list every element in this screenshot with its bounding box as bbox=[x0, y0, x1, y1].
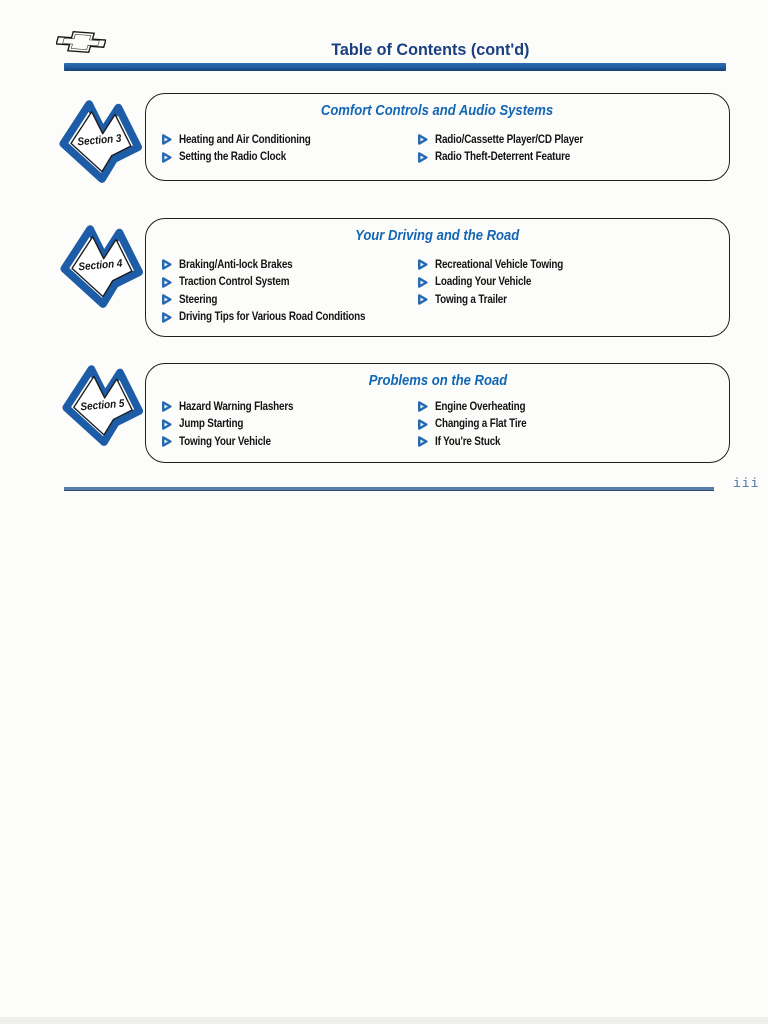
toc-entry: Radio Theft-Deterrent Feature bbox=[417, 149, 607, 167]
bullet-arrow-icon bbox=[418, 152, 428, 163]
bullet-arrow-icon bbox=[162, 277, 172, 288]
bullet-arrow-icon bbox=[418, 294, 428, 305]
toc-entry: Driving Tips for Various Road Conditions bbox=[161, 309, 396, 327]
bullet-arrow-icon bbox=[162, 152, 172, 163]
section-title: Comfort Controls and Audio Systems bbox=[321, 103, 554, 119]
toc-entry: Engine Overheating bbox=[417, 398, 541, 416]
bullet-arrow-icon bbox=[418, 259, 428, 270]
bullet-arrow-icon bbox=[418, 401, 428, 412]
section-5-box: Problems on the Road Hazard Warning Flas… bbox=[145, 363, 730, 463]
bullet-arrow-icon bbox=[418, 419, 428, 430]
toc-entry: If You're Stuck bbox=[417, 433, 541, 451]
toc-entry: Hazard Warning Flashers bbox=[161, 398, 312, 416]
bullet-arrow-icon bbox=[162, 259, 172, 270]
header-rule bbox=[64, 63, 726, 71]
toc-entry: Braking/Anti-lock Brakes bbox=[161, 256, 396, 274]
chevrolet-bowtie-icon bbox=[56, 31, 106, 53]
page-title: Table of Contents (cont'd) bbox=[330, 40, 530, 59]
toc-entry: Setting the Radio Clock bbox=[161, 149, 332, 167]
toc-entry: Radio/Cassette Player/CD Player bbox=[417, 131, 607, 149]
toc-entry: Recreational Vehicle Towing bbox=[417, 256, 584, 274]
bullet-arrow-icon bbox=[162, 436, 172, 447]
toc-entry: Heating and Air Conditioning bbox=[161, 131, 332, 149]
toc-entry: Steering bbox=[161, 291, 396, 309]
arrow-badge-icon bbox=[59, 100, 142, 183]
section-4-badge: Section 4 bbox=[58, 224, 148, 310]
bullet-arrow-icon bbox=[162, 312, 172, 323]
scan-edge-shadow bbox=[0, 1017, 768, 1024]
toc-entry: Towing Your Vehicle bbox=[161, 433, 312, 451]
toc-entry: Loading Your Vehicle bbox=[417, 274, 584, 292]
bullet-arrow-icon bbox=[418, 436, 428, 447]
section-3-badge: Section 3 bbox=[57, 99, 147, 185]
toc-entry: Jump Starting bbox=[161, 416, 312, 434]
bullet-arrow-icon bbox=[162, 134, 172, 145]
bullet-arrow-icon bbox=[162, 401, 172, 412]
arrow-badge-icon bbox=[62, 365, 144, 446]
section-3-box: Comfort Controls and Audio Systems Heati… bbox=[145, 93, 730, 181]
bullet-arrow-icon bbox=[418, 134, 428, 145]
bullet-arrow-icon bbox=[162, 419, 172, 430]
footer-rule bbox=[64, 487, 714, 491]
bullet-arrow-icon bbox=[162, 294, 172, 305]
toc-entry: Traction Control System bbox=[161, 274, 396, 292]
section-title: Your Driving and the Road bbox=[355, 228, 520, 244]
section-5-badge: Section 5 bbox=[60, 364, 150, 450]
bullet-arrow-icon bbox=[418, 277, 428, 288]
toc-entry: Changing a Flat Tire bbox=[417, 416, 541, 434]
toc-entry: Towing a Trailer bbox=[417, 291, 584, 309]
section-title: Problems on the Road bbox=[368, 373, 507, 389]
section-4-box: Your Driving and the Road Braking/Anti-l… bbox=[145, 218, 730, 337]
arrow-badge-icon bbox=[60, 225, 143, 308]
page-number: iii bbox=[733, 476, 760, 491]
